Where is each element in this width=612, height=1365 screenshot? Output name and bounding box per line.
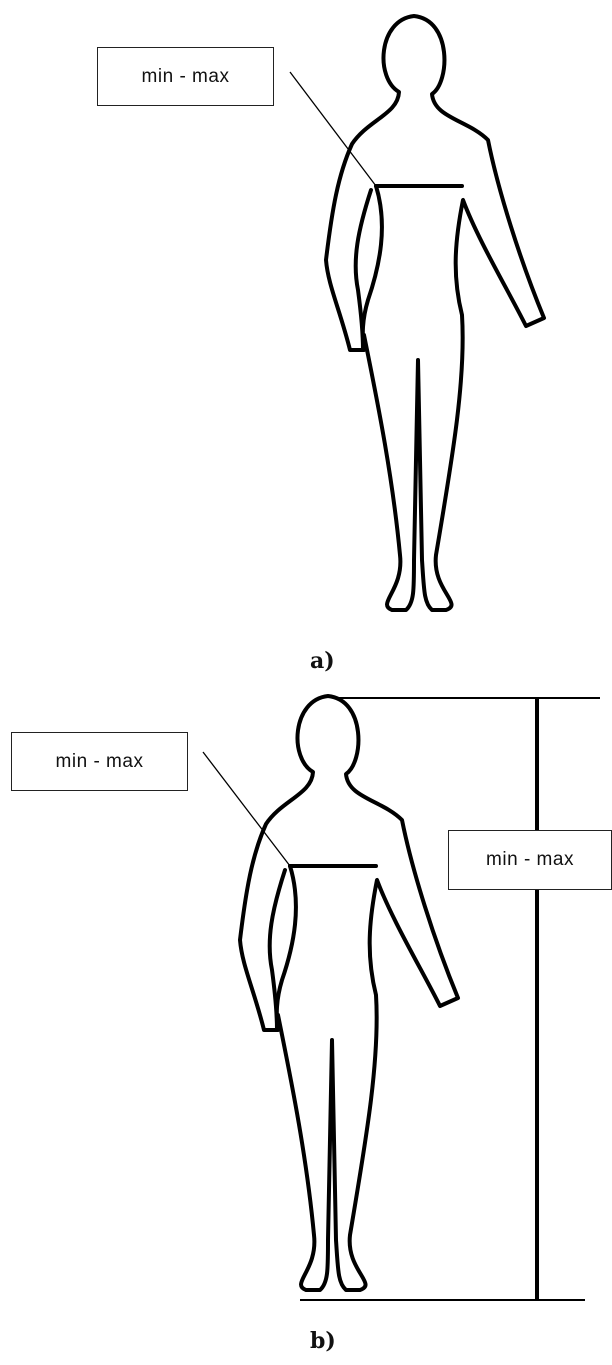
shoulder-label-box: min - max	[97, 47, 274, 106]
figure-caption: b)	[310, 1328, 336, 1354]
body-silhouette	[324, 14, 546, 612]
height-label-box: min - max	[448, 830, 612, 890]
body-diagram-b	[202, 694, 600, 1301]
height-label: min - max	[486, 849, 574, 870]
figure-a: min - max a)	[97, 14, 546, 674]
body-diagram-a	[289, 14, 546, 612]
shoulder-leader-line	[202, 751, 291, 867]
left-arm-inner	[353, 188, 373, 352]
shoulder-label-box: min - max	[11, 732, 188, 791]
shoulder-label: min - max	[141, 65, 230, 87]
shoulder-leader-line	[289, 71, 377, 187]
figure-b: min - max min - max b)	[0, 690, 612, 1365]
figure-caption: a)	[310, 648, 335, 674]
body-silhouette	[238, 694, 460, 1292]
shoulder-label: min - max	[55, 750, 144, 772]
left-arm-inner	[267, 868, 287, 1032]
